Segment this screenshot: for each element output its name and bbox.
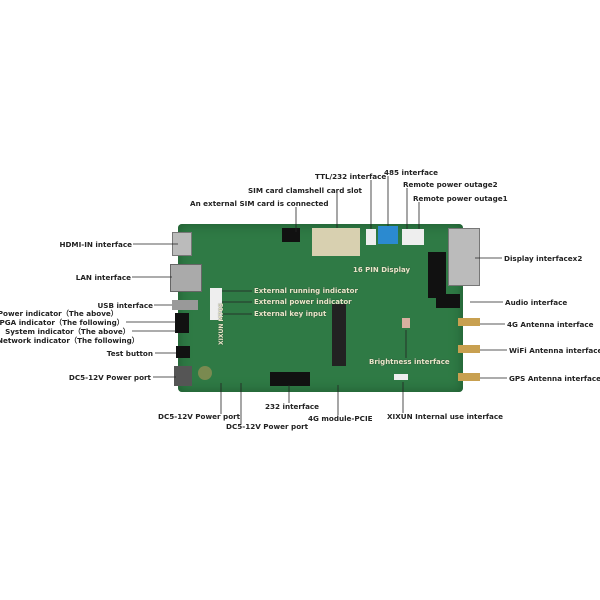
label-test-button: Test button — [106, 349, 153, 358]
board-label-brightness: Brightness interface — [369, 358, 450, 366]
label-external-sim: An external SIM card is connected — [190, 199, 329, 208]
label-hdmi: HDMI-IN interface — [59, 240, 132, 249]
label-audio: Audio interface — [505, 298, 568, 307]
brightness-connector — [402, 318, 410, 328]
ttl-connector — [366, 229, 376, 245]
label-lan: LAN interface — [75, 273, 131, 282]
lan-port — [170, 264, 202, 292]
audio-jack — [436, 294, 460, 308]
label-sim-slot: SIM card clamshell card slot — [248, 186, 362, 195]
remote-connectors — [402, 229, 424, 245]
label-network-indicator: Network indicator（The following） — [0, 336, 139, 345]
pcie-slot — [332, 304, 346, 366]
board-label-ext-running: External running indicator — [254, 287, 358, 295]
rs232-header — [270, 372, 310, 386]
board-label-ext-power: External power indicator — [254, 298, 352, 306]
xixun-connector — [394, 374, 408, 380]
label-dc-bottom-2: DC5-12V Power port — [226, 422, 309, 431]
label-ttl232: TTL/232 interface — [315, 172, 387, 181]
display-ports — [448, 228, 480, 286]
label-display: Display interfacex2 — [504, 254, 583, 263]
label-232: 232 interface — [265, 402, 320, 411]
label-485: 485 interface — [384, 168, 439, 177]
test-button — [176, 346, 190, 358]
board-label-16pin: 16 PIN Display — [353, 266, 411, 274]
dc-jack — [174, 366, 192, 386]
label-pcie: 4G module-PCIE — [308, 414, 373, 423]
label-remote1: Remote power outage1 — [413, 194, 508, 203]
label-usb: USB interface — [97, 301, 153, 310]
label-fpga-indicator: FPGA indicator（The following） — [0, 318, 124, 327]
sim-slot — [312, 228, 360, 256]
label-dc-bottom-1: DC5-12V Power port — [158, 412, 241, 421]
indicator-leds — [175, 313, 189, 333]
label-xixun: XIXUN Internal use interface — [387, 412, 504, 421]
board-label-ext-key: External key input — [254, 310, 327, 318]
label-power-indicator: Power indicator（The above） — [0, 309, 118, 318]
usb-port — [172, 300, 198, 310]
label-system-indicator: System indicator（The above） — [5, 327, 130, 336]
label-remote2: Remote power outage2 — [403, 180, 498, 189]
label-dc-left: DC5-12V Power port — [68, 373, 151, 382]
rs485-terminal — [378, 226, 398, 244]
label-wifi-antenna: WiFi Antenna interface — [509, 346, 600, 355]
antenna-4g — [458, 318, 480, 326]
capacitor — [198, 366, 212, 380]
circuit-board — [170, 224, 480, 392]
pin-header — [428, 252, 446, 298]
label-gps-antenna: GPS Antenna interface — [509, 374, 600, 383]
antenna-gps — [458, 373, 480, 381]
sim-connector — [282, 228, 300, 242]
label-4g-antenna: 4G Antenna interface — [507, 320, 594, 329]
ext-connectors — [210, 288, 222, 320]
board-model-print: XIXUN M70S — [218, 302, 225, 345]
antenna-wifi — [458, 345, 480, 353]
